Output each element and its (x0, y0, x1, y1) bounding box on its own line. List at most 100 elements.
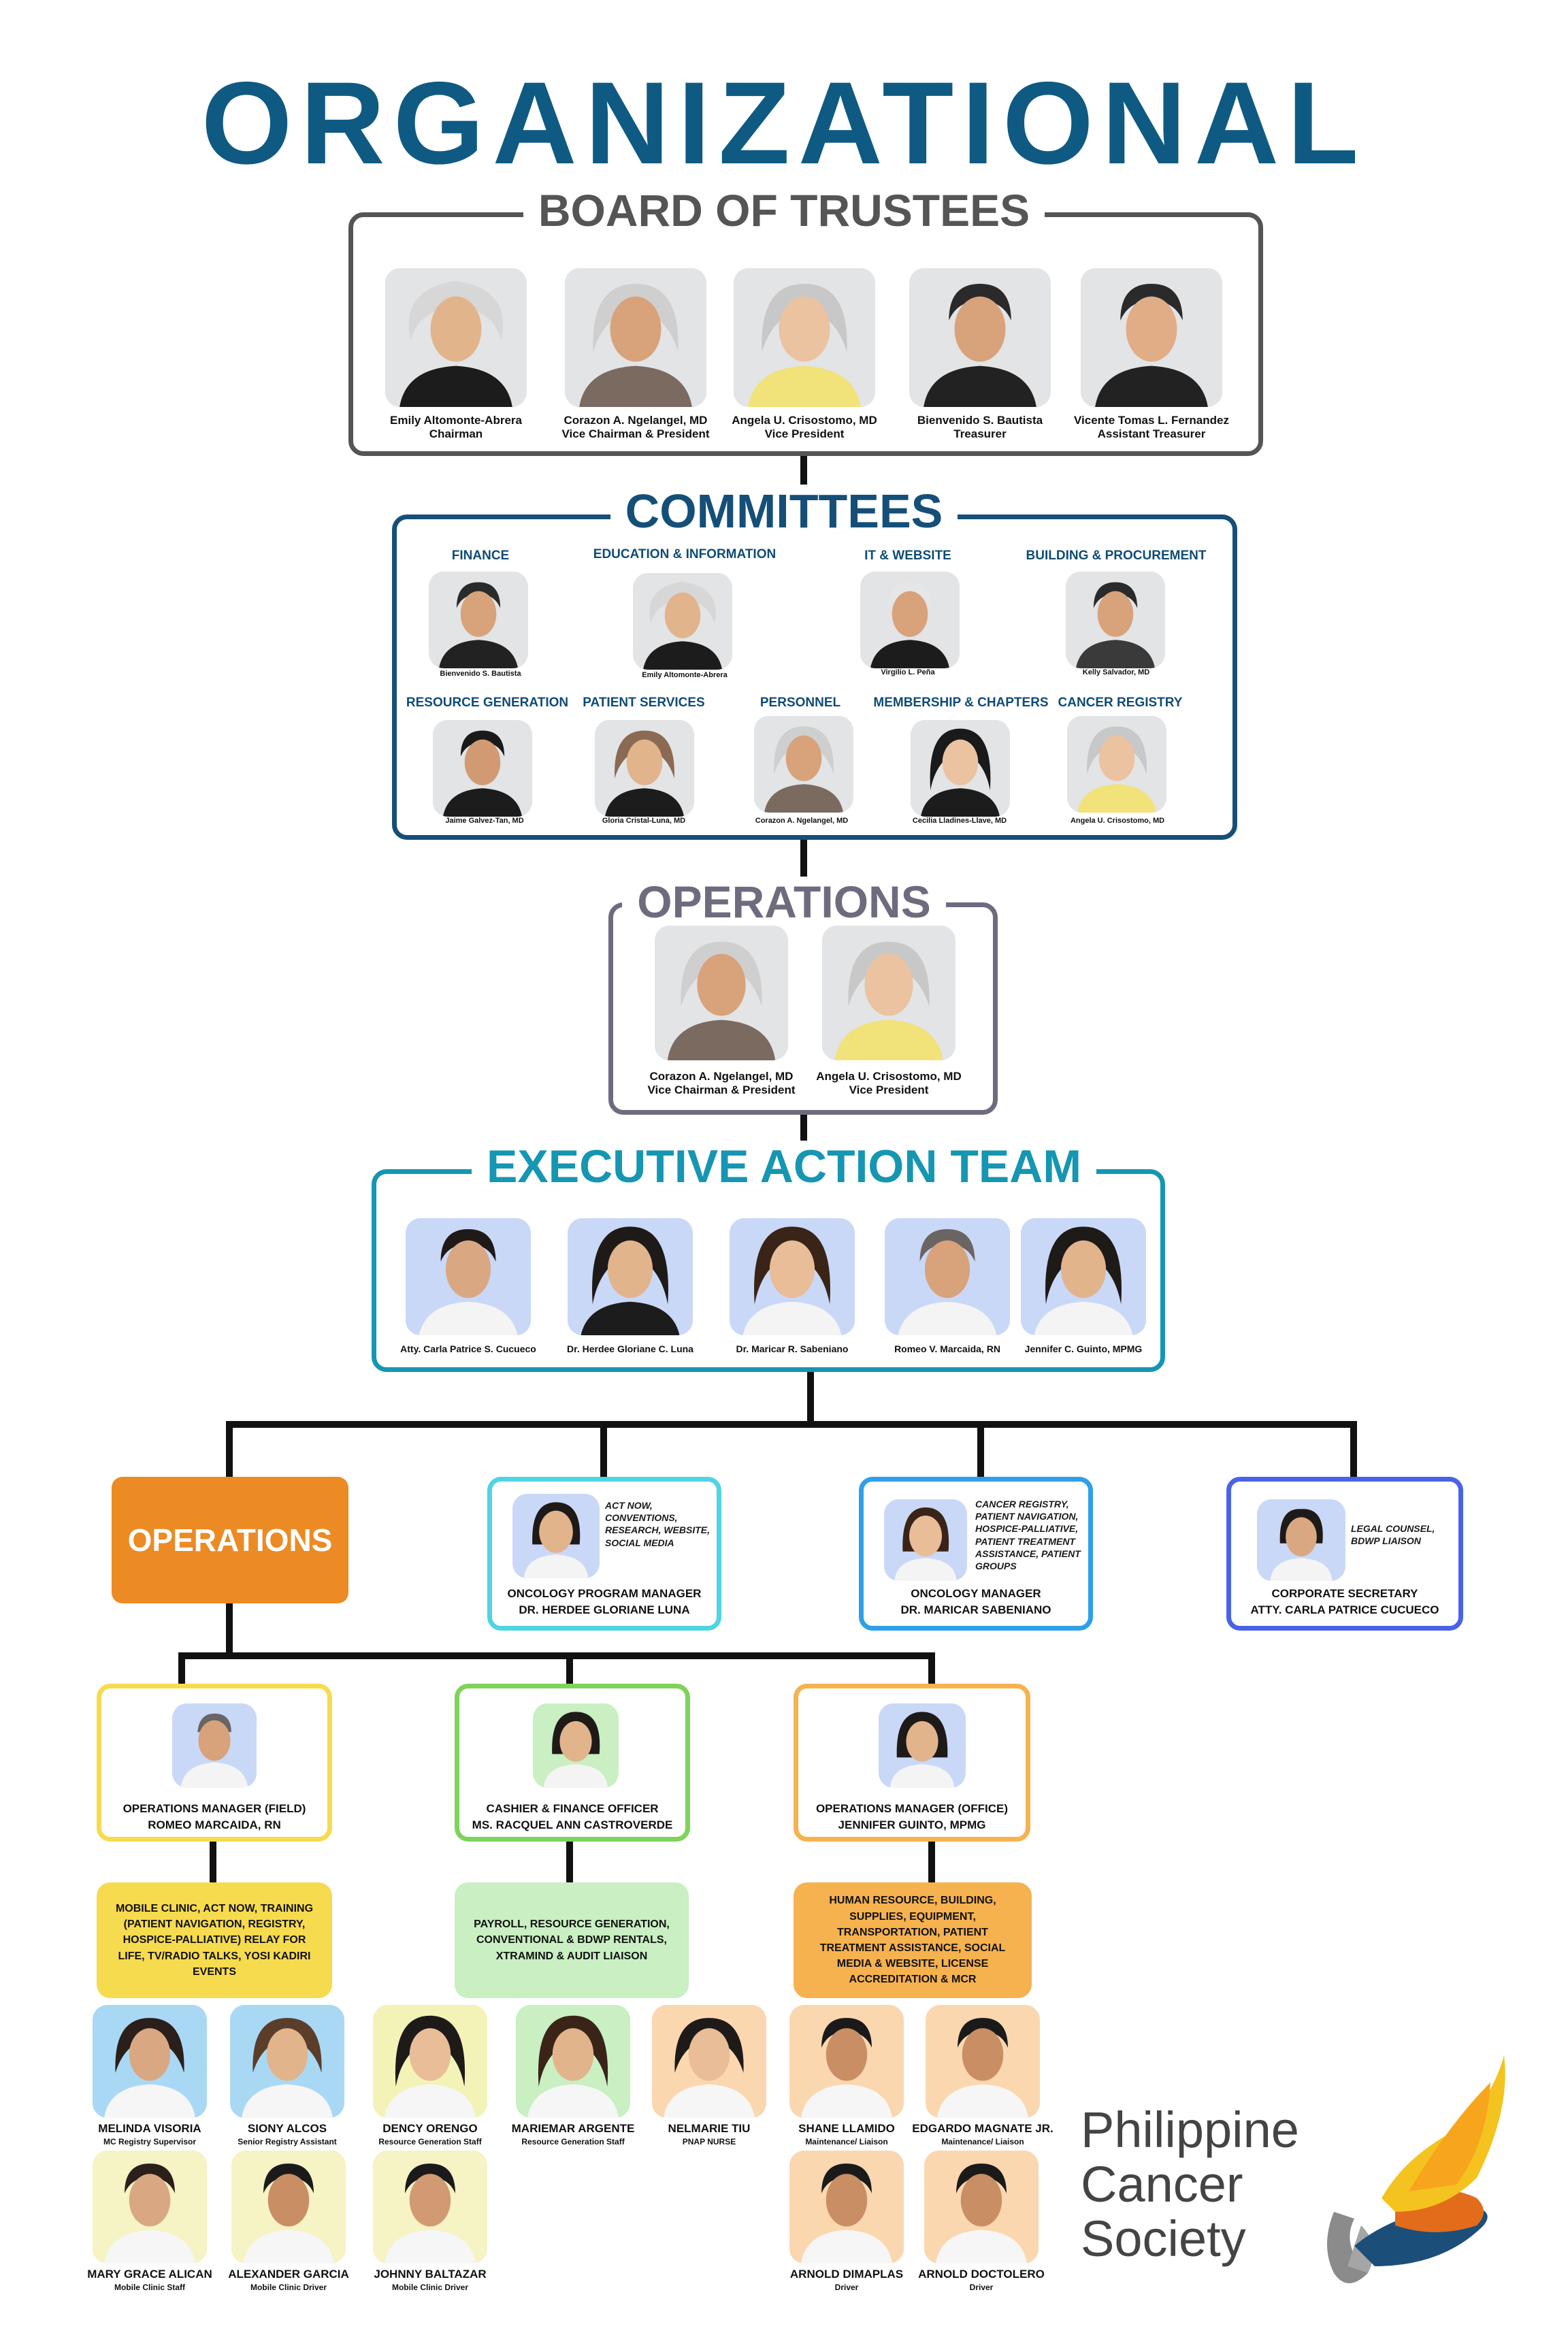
photo (429, 572, 528, 668)
person-avatar-icon (1081, 268, 1222, 407)
committee-label: MEMBERSHIP & CHAPTERS (873, 696, 1049, 710)
photo (568, 1218, 693, 1335)
cashier-name: MS. RACQUEL ANN CASTROVERDE (472, 1818, 673, 1831)
logo-text-line2: Cancer (1081, 2156, 1243, 2212)
connector-line (226, 1603, 233, 1658)
oncology-manager-box[interactable]: CANCER REGISTRY, PATIENT NAVIGATION, HOS… (859, 1477, 1093, 1631)
photo (1257, 1499, 1345, 1581)
photo (730, 1218, 855, 1335)
operations-box-label: OPERATIONS (127, 1522, 333, 1558)
photo (533, 1703, 619, 1788)
exec-member-name: Romeo V. Marcaida, RN (894, 1343, 1000, 1354)
connector-line (566, 1652, 573, 1684)
person-avatar-icon (172, 1703, 257, 1788)
staff-role: Driver (969, 2283, 994, 2292)
exec-member-name: Dr. Herdee Gloriane C. Luna (567, 1343, 693, 1354)
operations-manager-office-box[interactable]: OPERATIONS MANAGER (OFFICE) JENNIFER GUI… (794, 1684, 1030, 1842)
photo (734, 268, 875, 407)
staff-name: SHANE LLAMIDO (798, 2122, 895, 2135)
field-duties-box: MOBILE CLINIC, ACT NOW, TRAINING (PATIEN… (97, 1882, 332, 1998)
committee-label: CANCER REGISTRY (1058, 696, 1183, 710)
photo (406, 1218, 531, 1335)
board-title: BOARD OF TRUSTEES (0, 185, 1568, 235)
committee-chair-name: Corazon A. Ngelangel, MD (755, 817, 849, 825)
photo (231, 2151, 346, 2264)
photo (754, 716, 853, 813)
field-manager-name: ROMEO MARCAIDA, RN (148, 1818, 281, 1831)
board-member-name: Angela U. Crisostomo, MD (732, 414, 877, 427)
committee-chair-name: Kelly Salvador, MD (1082, 668, 1150, 676)
person-avatar-icon (789, 2005, 904, 2118)
photo (1021, 1218, 1146, 1335)
connector-line (178, 1652, 185, 1684)
person-avatar-icon (730, 1218, 855, 1335)
connector-line (807, 1372, 814, 1426)
staff-name: MARIEMAR ARGENTE (511, 2122, 635, 2135)
connector-line (210, 1842, 216, 1885)
operations-manager-field-box[interactable]: OPERATIONS MANAGER (FIELD) ROMEO MARCAID… (97, 1684, 332, 1842)
photo (93, 2005, 207, 2118)
staff-name: MELINDA VISORIA (98, 2122, 201, 2135)
logo-text-line1: Philippine (1081, 2102, 1299, 2158)
board-member-role: Assistant Treasurer (1097, 427, 1206, 441)
photo (385, 268, 527, 407)
committee-chair-name: Virgilio L. Peña (881, 668, 935, 676)
person-avatar-icon (516, 2005, 630, 2118)
person-avatar-icon (514, 1494, 598, 1578)
staff-role: Maintenance/ Liaison (805, 2137, 888, 2146)
staff-role: Mobile Clinic Staff (114, 2283, 185, 2292)
photo (565, 268, 706, 407)
photo (633, 573, 732, 670)
oncology-program-manager-box[interactable]: ACT NOW, CONVENTIONS, RESEARCH, WEBSITE,… (487, 1477, 721, 1631)
photo (1067, 716, 1166, 813)
connector-line (178, 1652, 935, 1659)
staff-role: PNAP NURSE (682, 2137, 736, 2146)
person-avatar-icon (734, 268, 875, 407)
staff-name: JOHNNY BALTAZAR (374, 2268, 487, 2281)
photo (879, 1703, 966, 1788)
cashier-title: CASHIER & FINANCE OFFICER (486, 1802, 659, 1815)
oncology-manager-duties: CANCER REGISTRY, PATIENT NAVIGATION, HOS… (975, 1499, 1081, 1571)
person-avatar-icon (534, 1703, 618, 1788)
person-avatar-icon (655, 926, 788, 1060)
board-member-role: Treasurer (953, 427, 1007, 441)
staff-role: Mobile Clinic Driver (250, 2283, 327, 2292)
staff-name: ARNOLD DOCTOLERO (918, 2268, 1045, 2281)
person-avatar-icon (633, 573, 732, 670)
connector-line (928, 1652, 935, 1684)
board-member-name: Bienvenido S. Bautista (917, 414, 1043, 427)
committee-chair-name: Angela U. Crisostomo, MD (1070, 817, 1165, 825)
connector-line (566, 1842, 573, 1885)
person-avatar-icon (565, 268, 706, 407)
staff-name: DENCY ORENGO (382, 2122, 478, 2135)
photo (655, 926, 788, 1060)
staff-role: MC Registry Supervisor (103, 2137, 197, 2146)
cashier-finance-box[interactable]: CASHIER & FINANCE OFFICER MS. RACQUEL AN… (455, 1684, 690, 1842)
photo (909, 268, 1051, 407)
committee-chair-name: Gloria Cristal-Luna, MD (602, 817, 686, 825)
corporate-secretary-box[interactable]: LEGAL COUNSEL, BDWP LIAISON CORPORATE SE… (1226, 1477, 1463, 1631)
staff-name: NELMARIE TIU (668, 2122, 751, 2135)
philippine-cancer-society-logo: Philippine Cancer Society (1075, 2042, 1511, 2314)
staff-role: Senior Registry Assistant (238, 2137, 337, 2146)
photo (230, 2005, 344, 2118)
photo (789, 2151, 904, 2264)
photo (1066, 572, 1165, 668)
committee-label: BUILDING & PROCUREMENT (1026, 549, 1207, 563)
person-avatar-icon (93, 2151, 207, 2264)
board-member-role: Chairman (429, 427, 483, 441)
person-avatar-icon (429, 572, 528, 668)
connector-line (226, 1421, 1357, 1428)
operations-box[interactable]: OPERATIONS (112, 1477, 348, 1603)
person-avatar-icon (924, 2151, 1039, 2264)
connector-line (977, 1421, 984, 1478)
oncology-program-duties: ACT NOW, CONVENTIONS, RESEARCH, WEBSITE,… (605, 1500, 710, 1548)
committee-label: PERSONNEL (760, 696, 841, 710)
ribbon-bird-icon (1327, 2055, 1505, 2283)
person-avatar-icon (652, 2005, 766, 2118)
person-avatar-icon (406, 1218, 531, 1335)
board-member-role: Vice Chairman & President (561, 427, 710, 441)
